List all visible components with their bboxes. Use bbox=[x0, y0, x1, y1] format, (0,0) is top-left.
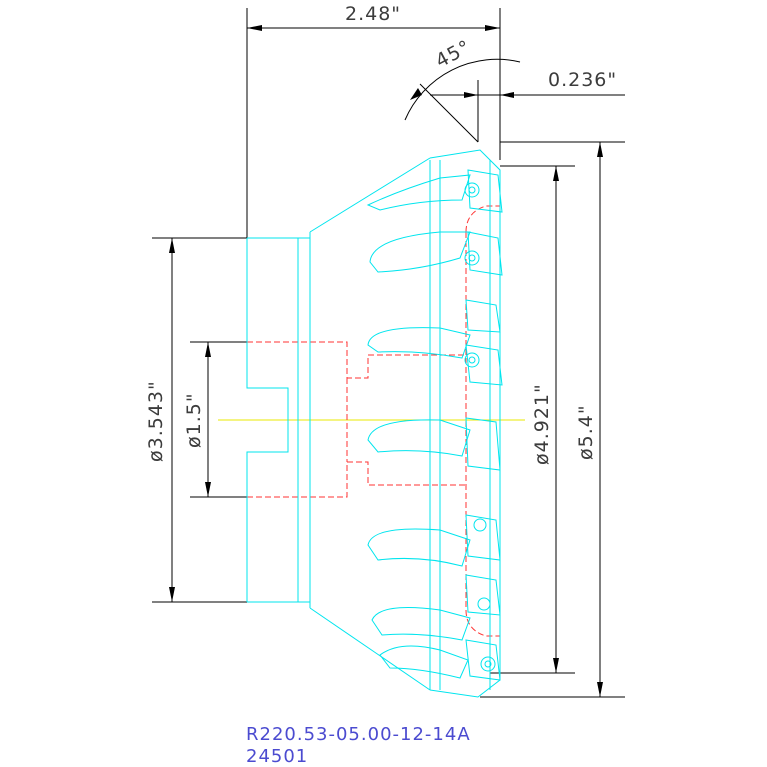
part-number: R220.53-05.00-12-14A bbox=[246, 724, 471, 745]
item-code: 24501 bbox=[246, 746, 308, 767]
dim-shank-diameter: ø3.543" bbox=[145, 380, 167, 462]
dim-bore-diameter: ø1.5" bbox=[183, 392, 205, 448]
dim-outer-diameter: ø5.4" bbox=[575, 404, 597, 460]
dimension-lines bbox=[152, 8, 625, 698]
dim-offset: 0.236" bbox=[548, 69, 617, 91]
dim-angle: 45° bbox=[432, 36, 475, 73]
inserts bbox=[464, 169, 503, 681]
chip-pockets bbox=[366, 174, 471, 679]
dim-inner-diameter: ø4.921" bbox=[531, 383, 553, 465]
dim-overall-length: 2.48" bbox=[345, 3, 401, 25]
hidden-lines bbox=[247, 205, 500, 637]
